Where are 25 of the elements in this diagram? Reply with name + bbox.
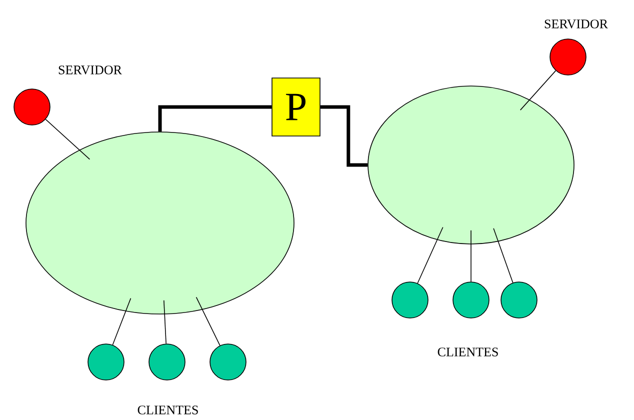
connector-line: [196, 296, 220, 346]
network-ellipse: [368, 86, 574, 244]
connector-line: [417, 226, 444, 284]
client-circle: [452, 282, 490, 318]
p-box: P: [272, 78, 320, 136]
client-circle: [148, 344, 186, 380]
node-caption: SERVIDOR: [544, 20, 608, 28]
group-label: CLIENTES: [138, 406, 198, 414]
connector-line: [493, 228, 514, 284]
client-circle: [500, 282, 538, 318]
connector-line: [520, 70, 556, 110]
group-label: CLIENTES: [438, 348, 498, 356]
client-circle: [88, 344, 124, 380]
connector-line: [320, 105, 368, 167]
connector-line: [164, 300, 166, 344]
connector-line: [112, 298, 132, 346]
connector-line: [158, 105, 272, 132]
client-circle: [392, 282, 428, 318]
network-ellipse: [26, 132, 294, 314]
connector-line: [470, 230, 472, 282]
client-circle: [210, 344, 246, 380]
server-circle: [550, 38, 586, 76]
server-circle: [14, 88, 50, 126]
node-caption: SERVIDOR: [58, 66, 122, 74]
connector-line: [45, 118, 90, 160]
